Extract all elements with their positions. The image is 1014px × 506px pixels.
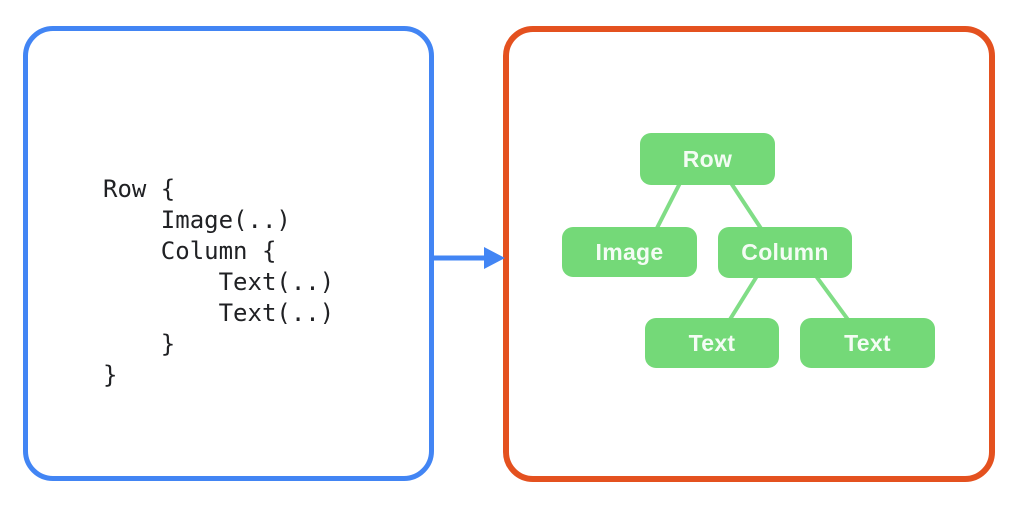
tree-node-label: Row [682, 145, 733, 172]
tree-node-row: Row [640, 133, 775, 185]
arrow-right-icon [434, 247, 505, 269]
tree-node-label: Text [844, 329, 891, 356]
tree-node-label: Text [688, 329, 736, 356]
code-snippet: Row { Image(..) Column { Text(..) Text(.… [103, 175, 335, 389]
tree-node-column: Column [718, 227, 852, 278]
tree-node-image: Image [562, 227, 697, 277]
tree-node-text-1: Text [645, 318, 779, 368]
tree-node-text-2: Text [800, 318, 935, 368]
tree-node-label: Image [595, 238, 664, 265]
tree-node-label: Column [741, 239, 829, 265]
code-panel [23, 26, 434, 481]
